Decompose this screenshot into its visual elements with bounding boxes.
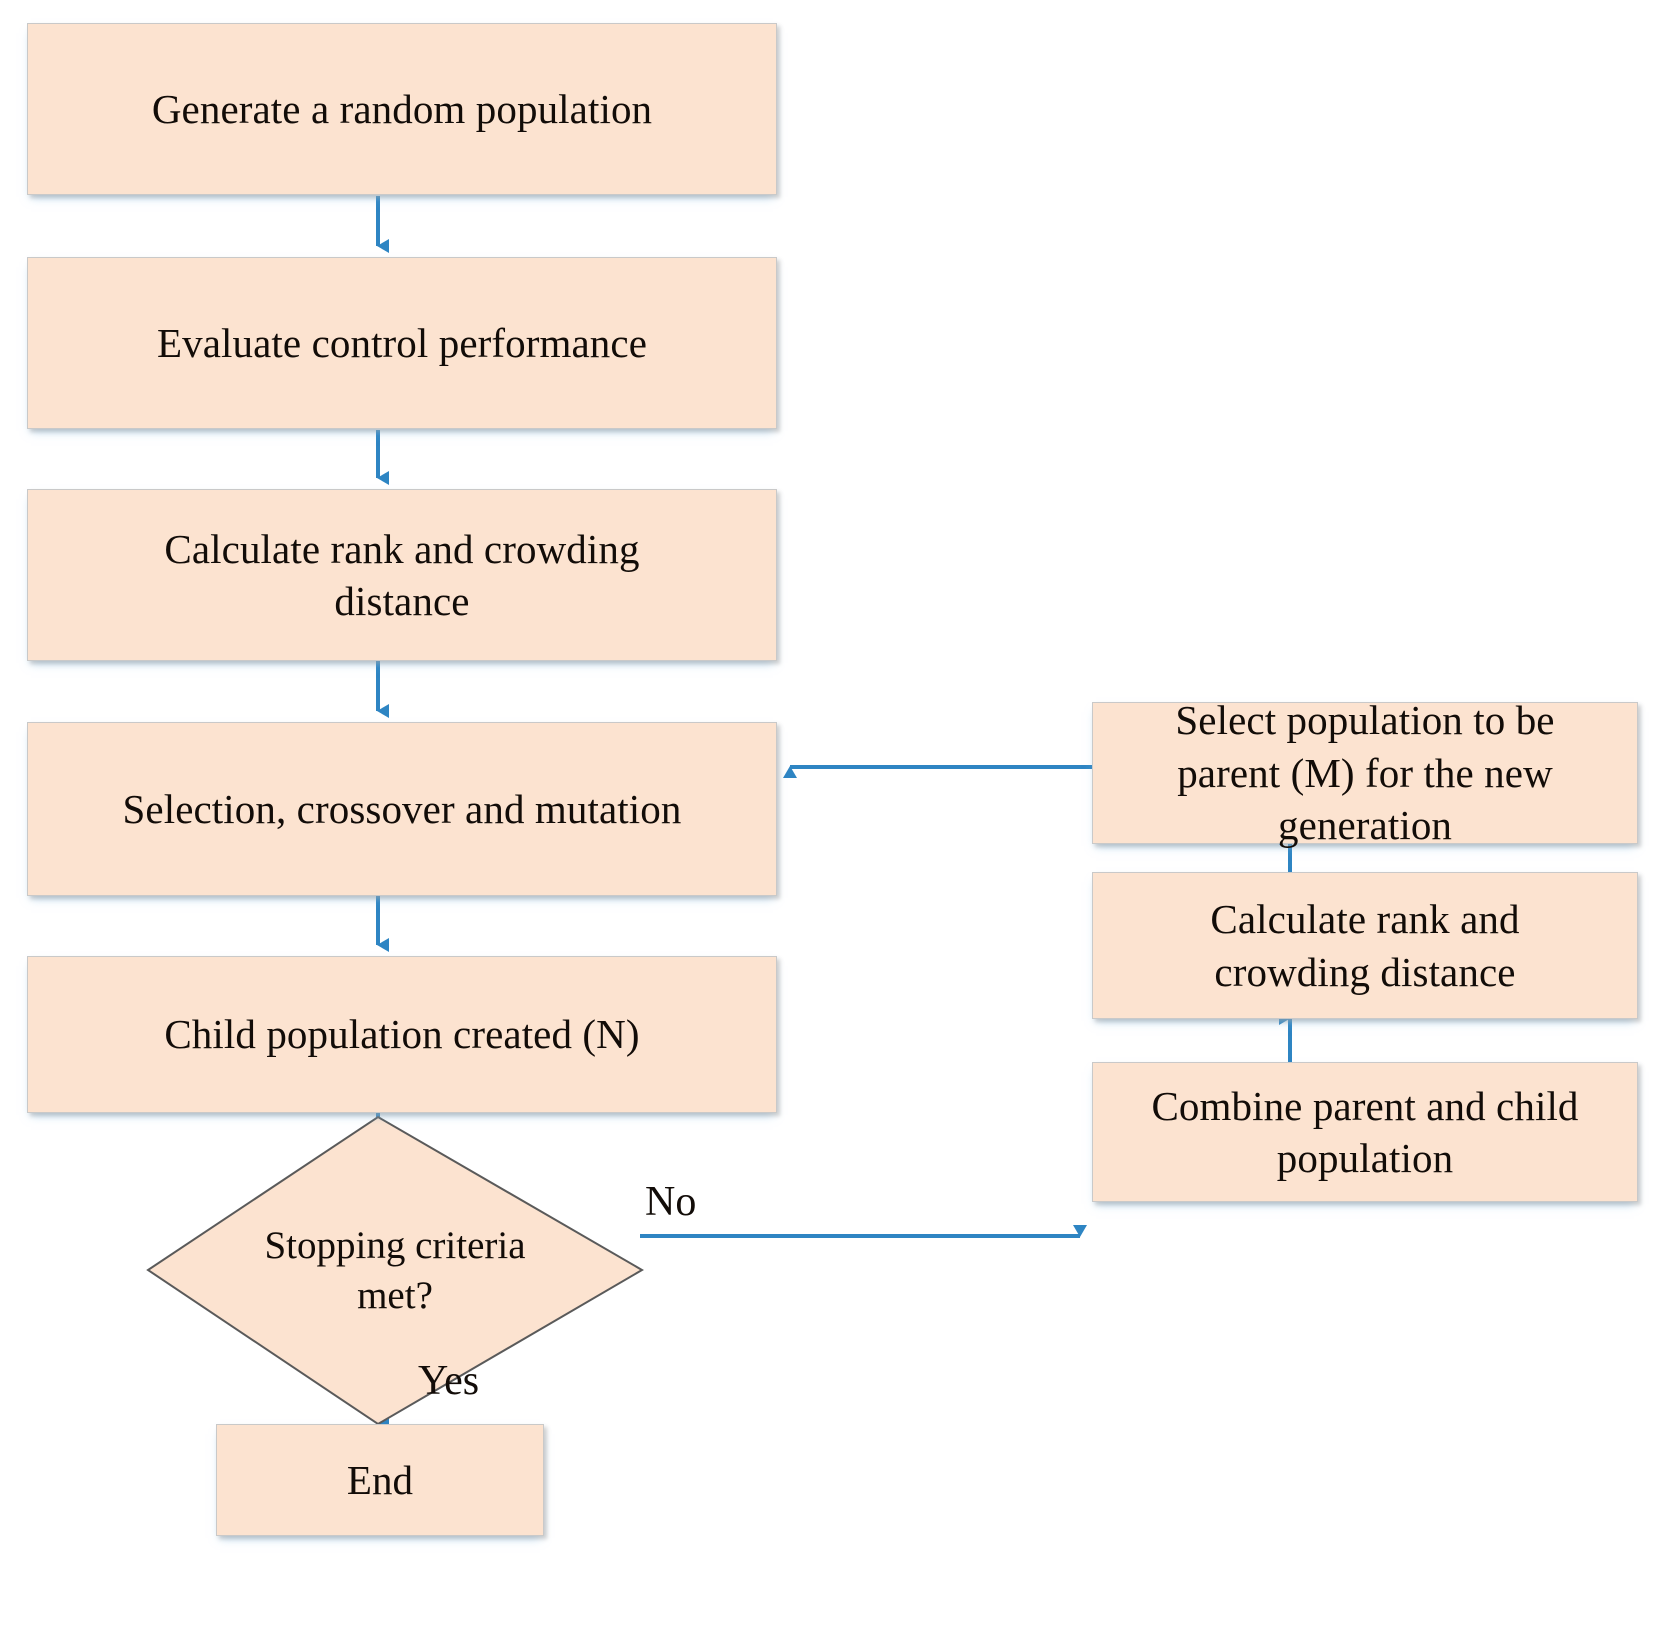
node-child-population-created[interactable]: Child population created (N) xyxy=(27,956,777,1113)
node-end[interactable]: End xyxy=(216,1424,544,1536)
node-label-calculate-rank-crowding-distance-left: Calculate rank and crowding distance xyxy=(164,525,640,624)
node-label-end: End xyxy=(346,1456,414,1503)
node-label-stopping-criteria-met: Stopping criteria met? xyxy=(264,1223,526,1317)
node-label-selection-crossover-mutation: Selection, crossover and mutation xyxy=(122,785,682,832)
node-label-calculate-rank-crowding-distance-right: Calculate rank and crowding distance xyxy=(1210,896,1520,995)
node-selection-crossover-mutation[interactable]: Selection, crossover and mutation xyxy=(27,722,777,896)
node-stopping-criteria-met[interactable]: Stopping criteria met? xyxy=(148,1117,642,1424)
node-label-evaluate-control-performance: Evaluate control performance xyxy=(157,319,647,366)
node-label-combine-parent-child-population: Combine parent and child population xyxy=(1151,1082,1579,1181)
edge-label-no: No xyxy=(645,1179,697,1225)
node-select-population-parent[interactable]: Select population to be parent (M) for t… xyxy=(1092,697,1638,848)
node-evaluate-control-performance[interactable]: Evaluate control performance xyxy=(27,257,777,429)
node-generate-random-population[interactable]: Generate a random population xyxy=(27,23,777,195)
edge-label-yes: Yes xyxy=(418,1358,480,1404)
node-label-select-population-parent: Select population to be parent (M) for t… xyxy=(1175,697,1555,849)
node-calculate-rank-crowding-distance-right[interactable]: Calculate rank and crowding distance xyxy=(1092,872,1638,1019)
node-label-child-population-created: Child population created (N) xyxy=(164,1011,640,1058)
node-label-generate-random-population: Generate a random population xyxy=(151,85,653,132)
node-calculate-rank-crowding-distance-left[interactable]: Calculate rank and crowding distance xyxy=(27,489,777,661)
node-combine-parent-child-population[interactable]: Combine parent and child population xyxy=(1092,1062,1638,1202)
